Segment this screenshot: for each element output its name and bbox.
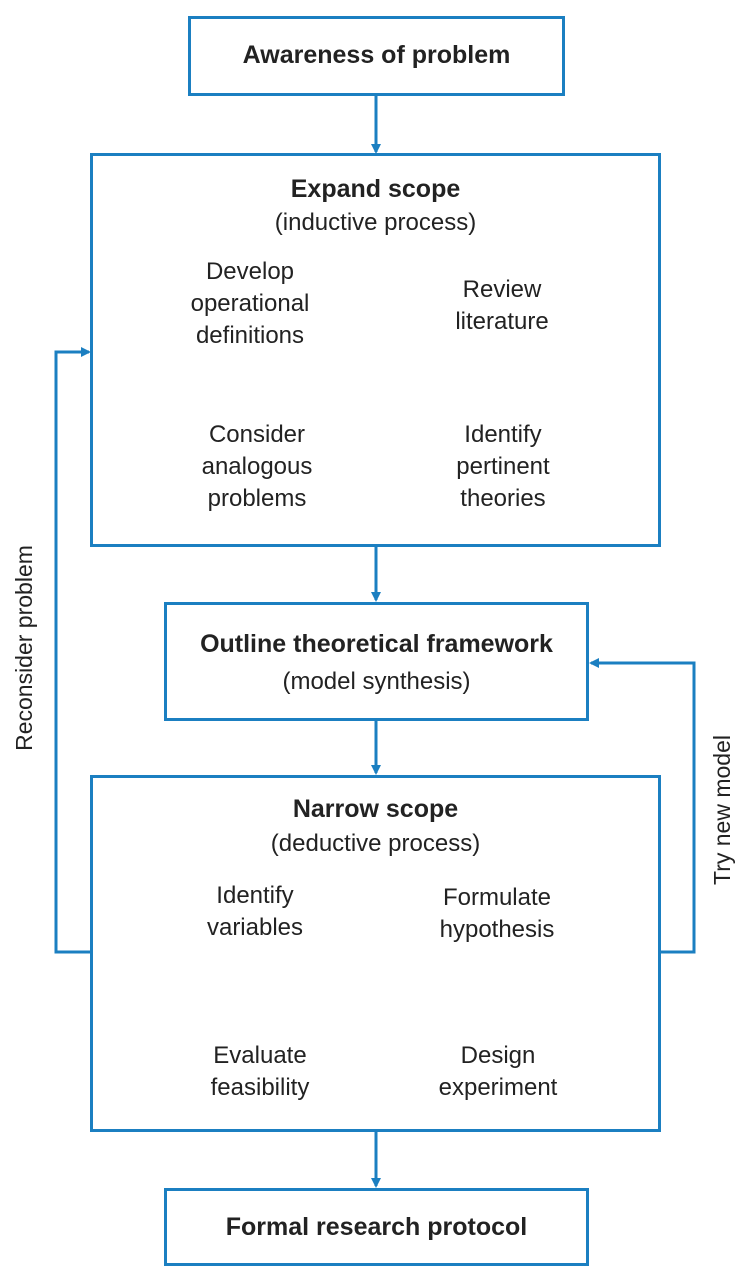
step-identify-theories-line-3: theories: [460, 485, 546, 512]
step-hypothesis-line-1: Formulate: [442, 884, 552, 911]
step-develop-line-1: Develop: [205, 258, 295, 285]
step-analogous: Consider analogous problems: [184, 419, 330, 515]
step-experiment-line-2: experiment: [438, 1074, 558, 1101]
awareness-box: [188, 16, 565, 96]
step-experiment-line-1: Design: [460, 1042, 536, 1069]
outline-box: [164, 602, 589, 721]
expand-scope-subtitle: (inductive process): [274, 209, 477, 236]
step-review-line-2: literature: [455, 308, 549, 335]
step-hypothesis: Formulate hypothesis: [424, 882, 570, 946]
step-variables-line-2: variables: [206, 914, 304, 941]
step-feasibility-line-1: Evaluate: [213, 1042, 307, 1069]
expand-scope-box: [90, 153, 661, 547]
narrow-scope-title: Narrow scope: [292, 795, 459, 823]
step-identify-theories-line-1: Identify: [464, 421, 542, 448]
step-analogous-line-2: analogous: [201, 453, 313, 480]
step-identify-theories-line-2: pertinent: [456, 453, 550, 480]
step-hypothesis-line-2: hypothesis: [439, 916, 555, 943]
formal-protocol-title: Formal research protocol: [225, 1213, 528, 1241]
step-feasibility: Evaluate feasibility: [190, 1040, 330, 1104]
expand-scope-title: Expand scope: [290, 175, 461, 203]
step-experiment: Design experiment: [428, 1040, 568, 1104]
step-develop-line-3: definitions: [195, 322, 305, 349]
step-develop-line-2: operational: [190, 290, 310, 317]
narrow-scope-box: [90, 775, 661, 1132]
step-variables: Identify variables: [184, 880, 326, 944]
reconsider-problem-label: Reconsider problem: [11, 545, 37, 751]
outline-title: Outline theoretical framework: [200, 630, 553, 658]
step-develop: Develop operational definitions: [170, 256, 330, 352]
step-analogous-line-3: problems: [207, 485, 307, 512]
formal-protocol-box: [164, 1188, 589, 1266]
step-review-line-1: Review: [462, 276, 542, 303]
step-analogous-line-1: Consider: [208, 421, 306, 448]
outline-subtitle: (model synthesis): [282, 668, 471, 695]
step-review: Review literature: [424, 274, 580, 338]
step-identify-theories: Identify pertinent theories: [430, 419, 576, 515]
step-variables-line-1: Identify: [216, 882, 294, 909]
arrow-try-new-model: [589, 658, 696, 954]
narrow-scope-subtitle: (deductive process): [270, 830, 481, 857]
step-feasibility-line-2: feasibility: [210, 1074, 310, 1101]
awareness-title: Awareness of problem: [242, 41, 511, 69]
arrow-reconsider-problem: [54, 347, 92, 954]
try-new-model-label: Try new model: [709, 735, 735, 885]
